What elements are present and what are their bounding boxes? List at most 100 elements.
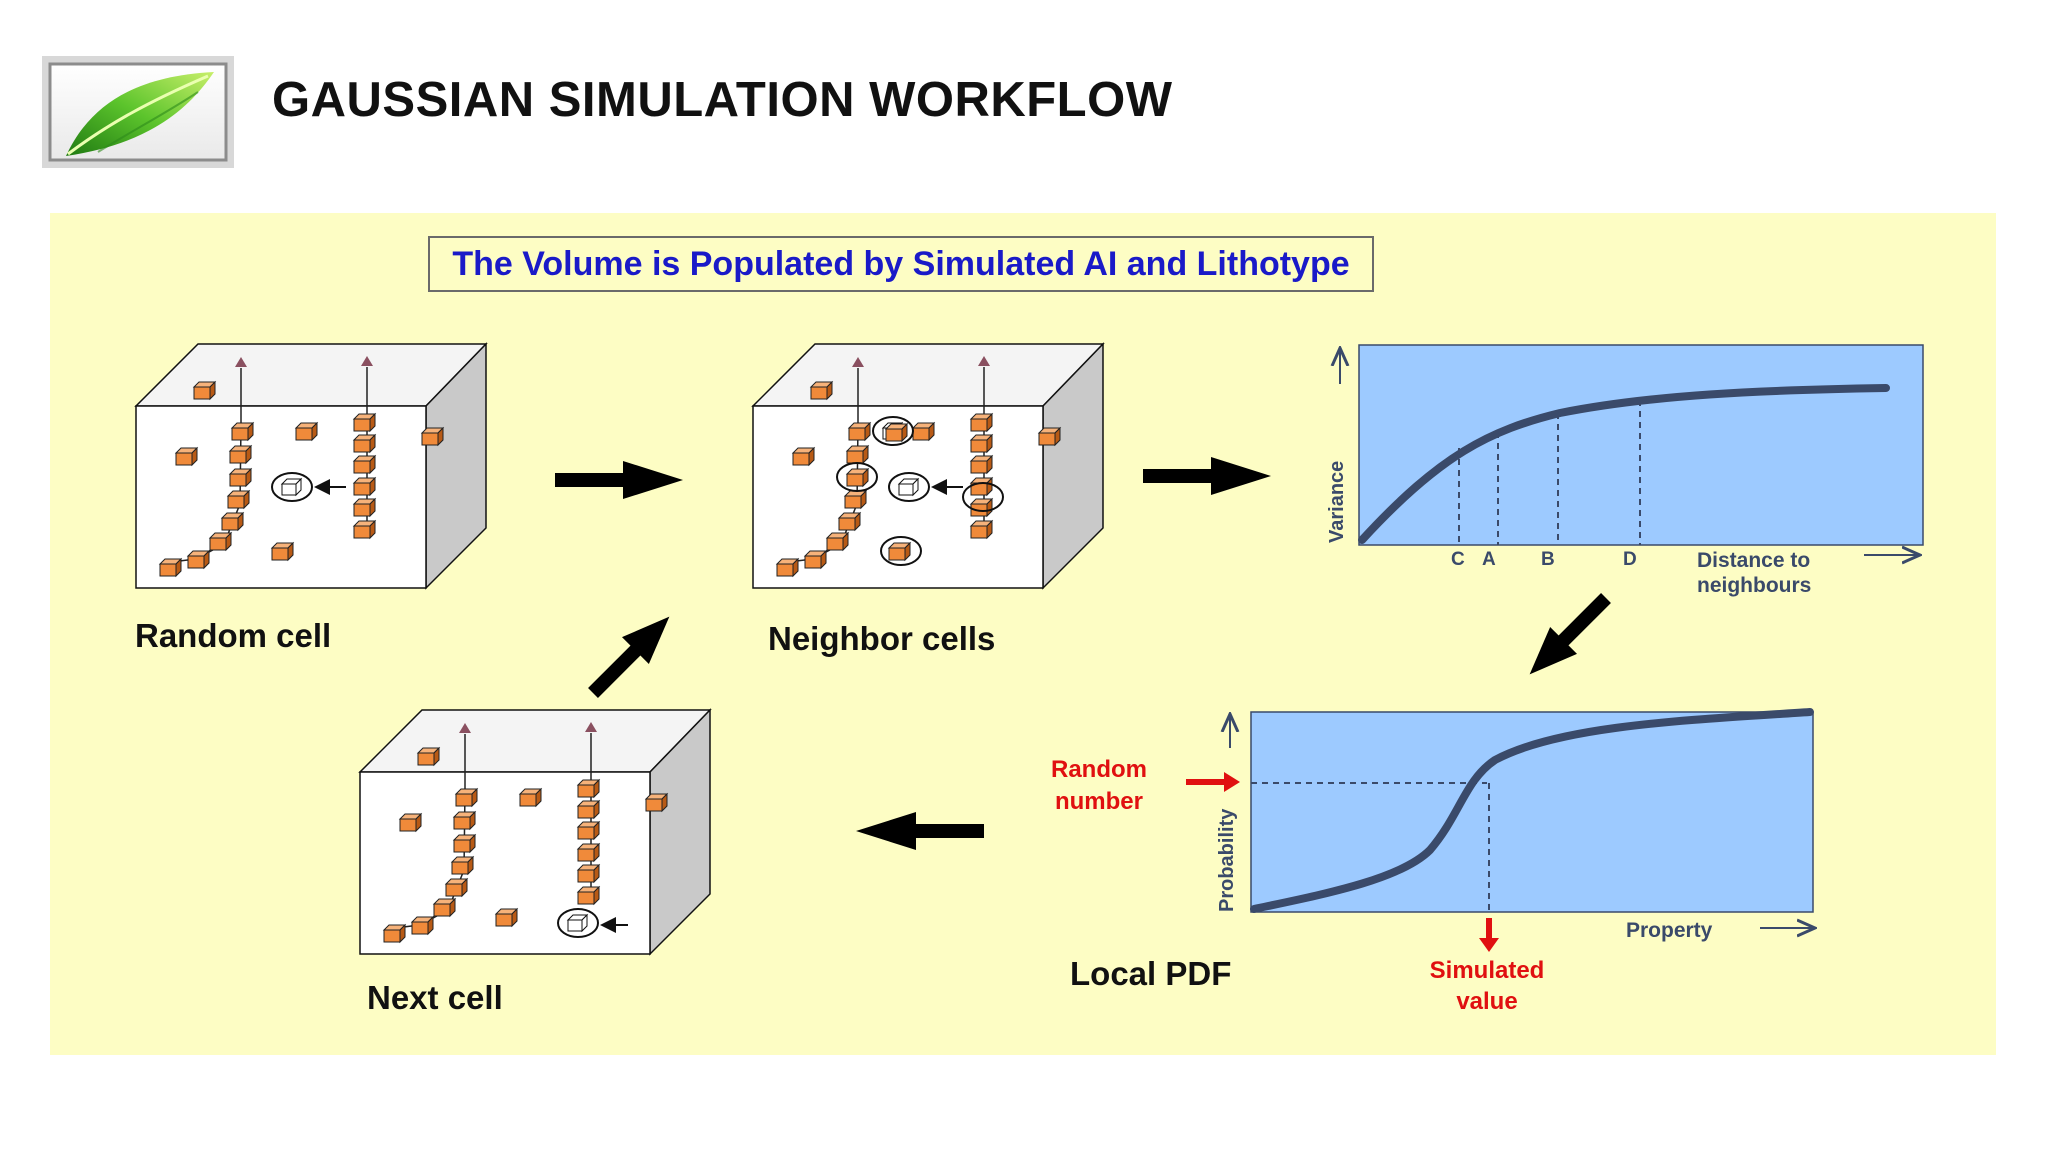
neighbor-ring: [872, 416, 914, 446]
tick-label-d: D: [1623, 549, 1637, 570]
orange-cell: [398, 812, 423, 833]
wellhead-marker: [978, 356, 990, 366]
wellhead-marker: [459, 723, 471, 733]
orange-cell: [208, 531, 233, 552]
block-top-face: [358, 709, 712, 773]
target-cell-ring: [888, 472, 930, 502]
flow-arrow-down-left: [1529, 593, 1611, 675]
orange-cell: [518, 787, 543, 808]
orange-cell: [969, 433, 994, 454]
orange-cell: [420, 426, 445, 447]
orange-cell: [969, 412, 994, 433]
orange-cell: [969, 454, 994, 475]
neighbor-ring: [962, 482, 1004, 512]
next-cell-label: Next cell: [367, 979, 503, 1016]
orange-cell: [576, 778, 601, 799]
orange-cell: [847, 421, 872, 442]
orange-cell: [220, 511, 245, 532]
tick-label-c: C: [1451, 549, 1465, 570]
neighbor-ring: [836, 462, 878, 492]
orange-cell: [791, 446, 816, 467]
orange-cell: [352, 412, 377, 433]
orange-cell: [494, 907, 519, 928]
orange-cell: [450, 855, 475, 876]
flow-arrow-right-2: [1143, 457, 1271, 495]
orange-cell: [825, 531, 850, 552]
orange-cell: [809, 380, 834, 401]
orange-cell: [576, 842, 601, 863]
neighbor-cells-label: Neighbor cells: [768, 620, 995, 657]
page-title: GAUSSIAN SIMULATION WORKFLOW: [272, 73, 1173, 127]
orange-cell: [270, 541, 295, 562]
orange-cell: [775, 557, 800, 578]
orange-cell: [432, 897, 457, 918]
wellhead-marker: [235, 357, 247, 367]
simulated-value-label-2: value: [1456, 988, 1517, 1015]
orange-cell: [884, 422, 909, 443]
orange-cell: [410, 915, 435, 936]
orange-cell: [382, 923, 407, 944]
flow-arrow-right-1: [555, 461, 683, 499]
orange-cell: [186, 549, 211, 570]
next-cell-block: [358, 708, 712, 956]
variogram-y-label: Variance: [1326, 461, 1348, 543]
orange-cell: [1037, 426, 1062, 447]
local-pdf-chart: Property Probability Random number Simul…: [1051, 708, 1814, 1015]
orange-cell: [444, 877, 469, 898]
orange-cell: [969, 519, 994, 540]
orange-cell: [843, 489, 868, 510]
pdf-x-label: Property: [1626, 919, 1713, 942]
empty-cell: [280, 477, 303, 497]
orange-cell: [803, 549, 828, 570]
orange-cell: [837, 511, 862, 532]
orange-cell: [969, 476, 994, 497]
leaf-logo-icon: [38, 52, 238, 172]
wellhead-marker: [361, 356, 373, 366]
orange-cell: [226, 489, 251, 510]
orange-cell: [845, 444, 870, 465]
target-cell-ring: [271, 472, 313, 502]
orange-cell: [845, 467, 870, 488]
variogram-x-label-2: neighbours: [1697, 574, 1811, 597]
flow-arrow-left: [856, 812, 984, 850]
pdf-y-label: Probability: [1216, 808, 1238, 912]
flow-arrow-up-right: [588, 616, 670, 698]
orange-cell: [576, 863, 601, 884]
block-top-face: [751, 343, 1105, 407]
orange-cell: [228, 467, 253, 488]
random-number-label-1: Random: [1051, 756, 1147, 783]
local-pdf-title: Local PDF: [1070, 955, 1231, 992]
tick-label-b: B: [1541, 549, 1555, 570]
orange-cell: [452, 810, 477, 831]
orange-cell: [352, 519, 377, 540]
orange-cell: [576, 820, 601, 841]
neighbor-ring: [880, 536, 922, 566]
orange-cell: [452, 833, 477, 854]
variogram-curve: [1358, 384, 1890, 544]
target-cell-ring: [557, 908, 599, 938]
orange-cell: [454, 787, 479, 808]
neighbor-cells-block: [751, 342, 1105, 590]
orange-cell: [230, 421, 255, 442]
banner-caption: The Volume is Populated by Simulated AI …: [428, 236, 1374, 292]
cdf-curve: [1250, 708, 1814, 913]
orange-cell: [294, 421, 319, 442]
simulated-value-label-1: Simulated: [1430, 957, 1545, 984]
wellhead-marker: [852, 357, 864, 367]
variogram-chart: C A B D Distance to neighbours Variance: [1326, 344, 1924, 597]
orange-cell: [887, 541, 912, 562]
orange-cell: [576, 799, 601, 820]
random-cell-label: Random cell: [135, 617, 331, 654]
orange-cell: [174, 446, 199, 467]
variogram-x-label-1: Distance to: [1697, 549, 1810, 572]
orange-cell: [352, 497, 377, 518]
tick-label-a: A: [1482, 549, 1496, 570]
empty-cell: [566, 913, 589, 933]
wellhead-marker: [585, 722, 597, 732]
orange-cell: [352, 454, 377, 475]
orange-cell: [192, 380, 217, 401]
random-cell-block: [134, 342, 488, 590]
orange-cell: [576, 885, 601, 906]
